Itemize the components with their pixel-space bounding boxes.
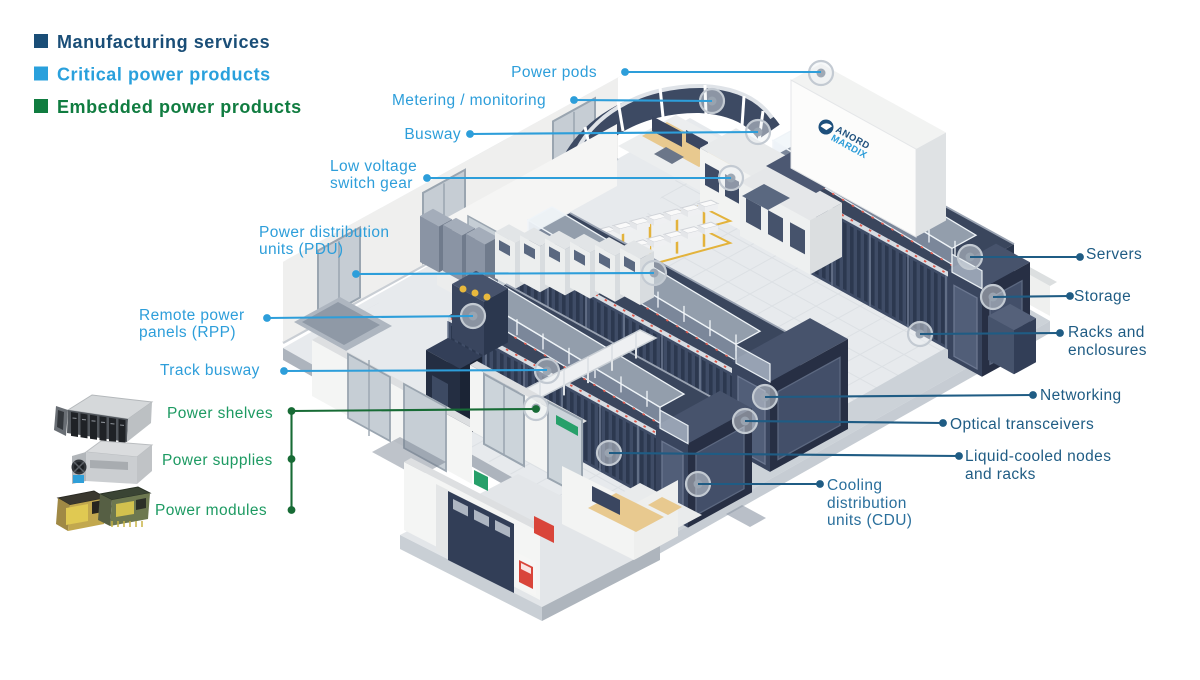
svg-text:Storage: Storage xyxy=(1074,288,1131,305)
svg-text:Power supplies: Power supplies xyxy=(162,452,273,469)
svg-text:Metering / monitoring: Metering / monitoring xyxy=(392,92,546,109)
svg-text:Racks and: Racks and xyxy=(1068,324,1145,341)
svg-text:Power shelves: Power shelves xyxy=(167,405,273,422)
svg-text:Critical power products: Critical power products xyxy=(57,65,271,85)
svg-text:Track busway: Track busway xyxy=(160,362,260,379)
svg-text:Power pods: Power pods xyxy=(511,64,597,81)
svg-text:units (CDU): units (CDU) xyxy=(827,512,912,529)
svg-text:Power distribution: Power distribution xyxy=(259,224,389,241)
svg-text:Cooling: Cooling xyxy=(827,477,882,494)
svg-text:Busway: Busway xyxy=(404,126,461,143)
svg-text:Servers: Servers xyxy=(1086,246,1142,263)
svg-text:Liquid-cooled nodes: Liquid-cooled nodes xyxy=(965,448,1111,465)
svg-text:enclosures: enclosures xyxy=(1068,342,1147,359)
svg-text:Low voltage: Low voltage xyxy=(330,158,417,175)
svg-text:distribution: distribution xyxy=(827,495,907,512)
svg-text:switch gear: switch gear xyxy=(330,175,413,192)
svg-text:Power modules: Power modules xyxy=(155,502,267,519)
svg-text:Remote power: Remote power xyxy=(139,307,245,324)
svg-text:Optical transceivers: Optical transceivers xyxy=(950,416,1094,433)
svg-text:Manufacturing services: Manufacturing services xyxy=(57,32,270,52)
svg-text:Embedded power products: Embedded power products xyxy=(57,97,302,117)
svg-text:Networking: Networking xyxy=(1040,387,1122,404)
svg-text:panels (RPP): panels (RPP) xyxy=(139,324,236,341)
svg-text:and racks: and racks xyxy=(965,466,1036,483)
svg-text:units (PDU): units (PDU) xyxy=(259,241,344,258)
